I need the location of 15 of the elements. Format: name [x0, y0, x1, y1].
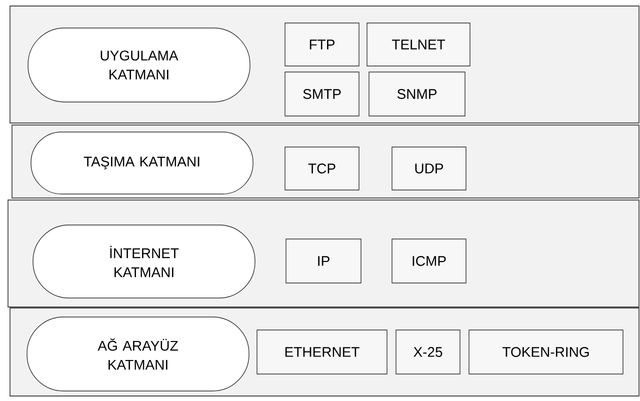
- protocol-box: TCP: [284, 146, 360, 190]
- layer-pill: TAŞIMA KATMANI: [30, 132, 254, 194]
- protocol-box: X-25: [396, 330, 460, 374]
- protocol-box: FTP: [284, 22, 360, 66]
- layer-pill: AĞ ARAYÜZ KATMANI: [26, 316, 250, 392]
- layer-pill: İNTERNET KATMANI: [32, 224, 256, 298]
- protocol-box: SMTP: [284, 72, 360, 116]
- protocol-box: TELNET: [366, 22, 470, 66]
- protocol-box: SNMP: [368, 72, 466, 116]
- protocol-box: UDP: [392, 146, 466, 190]
- protocol-box: TOKEN-RING: [468, 330, 624, 374]
- protocol-box: ICMP: [392, 238, 466, 284]
- layer-pill: UYGULAMA KATMANI: [28, 28, 250, 102]
- protocol-box: ETHERNET: [256, 330, 388, 374]
- protocol-box: IP: [286, 238, 362, 284]
